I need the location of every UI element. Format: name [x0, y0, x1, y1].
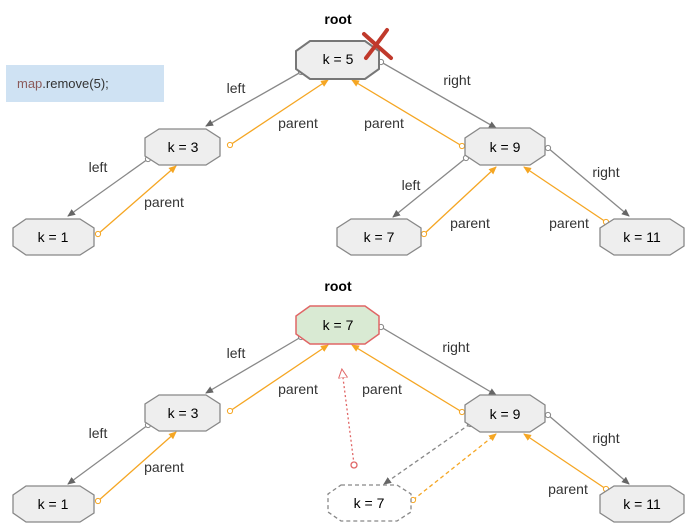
- node-bottom-11-label: k = 11: [623, 496, 661, 512]
- edge-top-9-11: [547, 147, 630, 217]
- edge-top-3-1: [67, 158, 149, 217]
- label-top-parent-7: parent: [450, 215, 490, 231]
- parent-top-3-5-tail: [226, 141, 234, 149]
- label-bottom-right-7: right: [442, 339, 469, 355]
- node-bottom-3: k = 3: [144, 394, 221, 432]
- node-bottom-7-removed-label: k = 7: [354, 495, 385, 511]
- label-top-left-9: left: [402, 177, 421, 193]
- label-top-parent-3: parent: [278, 115, 318, 131]
- node-bottom-1: k = 1: [12, 485, 95, 523]
- parent-bottom-1-3-tail: [94, 497, 102, 505]
- node-bottom-7-root: k = 7: [295, 305, 380, 345]
- edge-bottom-9-11: [547, 414, 630, 485]
- parent-bottom-9-7: [351, 344, 463, 413]
- parent-top-11-9: [523, 166, 607, 223]
- node-bottom-7-removed: k = 7: [327, 484, 412, 522]
- label-top-parent-9: parent: [364, 115, 404, 131]
- node-top-11-label: k = 11: [623, 229, 661, 245]
- label-bottom-parent-11: parent: [548, 481, 588, 497]
- parent-bottom-11-9: [523, 433, 607, 490]
- parent-top-9-5: [351, 79, 463, 147]
- edge-bottom-7-3: [205, 336, 302, 394]
- node-top-1-label: k = 1: [38, 229, 69, 245]
- parent-top-9-5-tail: [458, 142, 466, 150]
- top-root-label: root: [324, 11, 352, 27]
- parent-top-7-9: [423, 166, 497, 235]
- label-top-left-3: left: [89, 159, 108, 175]
- node-top-5-label: k = 5: [323, 51, 354, 67]
- red-pointer: [342, 370, 358, 469]
- node-bottom-7-root-label: k = 7: [323, 317, 354, 333]
- node-bottom-9: k = 9: [464, 394, 546, 433]
- parent-top-3-5: [229, 79, 329, 146]
- node-bottom-11: k = 11: [599, 485, 685, 523]
- edge-bottom-9-7-old: [383, 423, 471, 485]
- label-bottom-left-3: left: [89, 425, 108, 441]
- label-bottom-parent-1: parent: [144, 459, 184, 475]
- label-top-parent-11: parent: [549, 215, 589, 231]
- label-bottom-right-9: right: [592, 430, 619, 446]
- parent-top-1-3-tail: [94, 230, 102, 238]
- label-bottom-parent-3: parent: [278, 381, 318, 397]
- parent-bottom-3-7: [229, 344, 329, 412]
- node-top-3: k = 3: [144, 128, 221, 166]
- node-bottom-9-label: k = 9: [490, 406, 521, 422]
- edge-top-9-11-tail: [544, 144, 552, 152]
- bottom-parent-edges: [94, 344, 610, 505]
- parent-bottom-1-3: [97, 431, 177, 502]
- node-top-9-label: k = 9: [490, 139, 521, 155]
- edge-top-9-7: [392, 157, 467, 218]
- node-top-9: k = 9: [464, 127, 546, 166]
- removed-x-icon: [362, 28, 393, 60]
- parent-bottom-3-7-tail: [226, 407, 234, 415]
- edge-bottom-7-9: [380, 326, 497, 396]
- node-top-11: k = 11: [599, 218, 685, 256]
- parent-top-1-3: [97, 165, 177, 235]
- node-top-3-label: k = 3: [168, 139, 199, 155]
- node-top-7-label: k = 7: [364, 229, 395, 245]
- edge-bottom-3-1: [67, 424, 149, 485]
- node-bottom-1-label: k = 1: [38, 496, 69, 512]
- top-tree: root left pare: [12, 11, 685, 256]
- node-bottom-3-label: k = 3: [168, 405, 199, 421]
- label-top-right-9: right: [592, 164, 619, 180]
- label-top-left-5: left: [227, 80, 246, 96]
- bottom-root-label: root: [324, 278, 352, 294]
- code-call: .remove(5);: [42, 76, 109, 91]
- code-object: map: [17, 76, 43, 91]
- node-top-1: k = 1: [12, 218, 95, 256]
- label-top-right-5: right: [443, 72, 470, 88]
- label-bottom-parent-9: parent: [362, 381, 402, 397]
- parent-bottom-9-7-tail: [458, 408, 466, 416]
- edge-bottom-9-11-tail: [544, 411, 552, 419]
- parent-bottom-7old-9: [412, 433, 497, 501]
- label-bottom-left-7: left: [227, 345, 246, 361]
- node-top-5: k = 5: [295, 40, 380, 80]
- label-top-parent-1: parent: [144, 194, 184, 210]
- red-pointer-tail: [350, 461, 358, 469]
- bottom-tree: root: [12, 278, 685, 523]
- node-top-7: k = 7: [336, 218, 422, 256]
- edge-top-5-3: [205, 71, 302, 127]
- parent-top-7-9-tail: [420, 230, 428, 238]
- code-snippet: map.remove(5);: [6, 65, 164, 102]
- edge-top-5-9: [380, 61, 497, 129]
